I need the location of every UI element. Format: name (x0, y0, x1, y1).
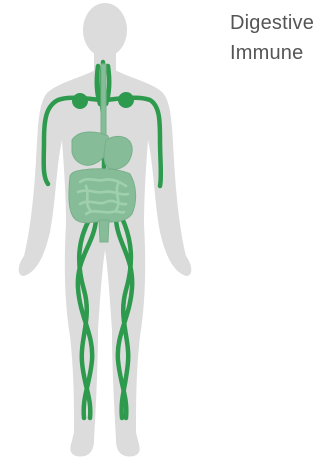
legend-item-digestive: Digestive (230, 8, 314, 38)
rectum (99, 220, 109, 242)
legend: Digestive Immune (230, 8, 314, 68)
legend-item-immune: Immune (230, 38, 314, 68)
esophagus (101, 64, 106, 140)
lymph-node-left (72, 93, 88, 109)
large-intestine (69, 169, 136, 223)
lymph-node-right (118, 92, 134, 108)
